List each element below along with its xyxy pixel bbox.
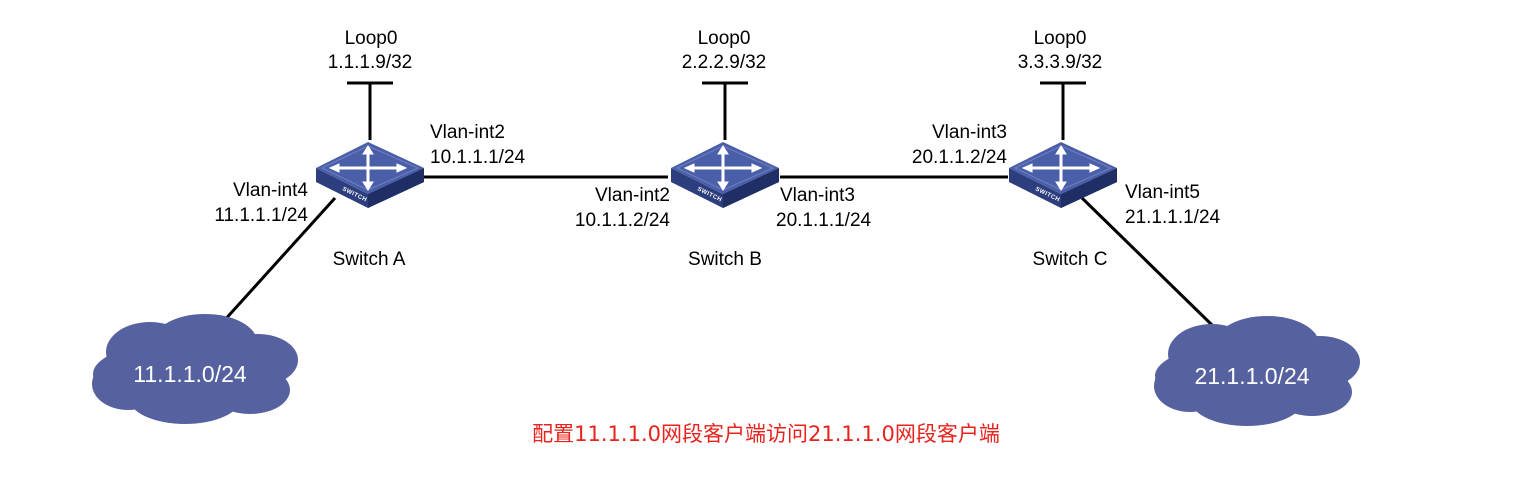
c-vlan3-name: Vlan-int3 [932, 122, 1007, 143]
switch-c-icon: SWITCH [1007, 140, 1119, 210]
cloud-right-label: 21.1.1.0/24 [1194, 363, 1309, 389]
diagram-caption: 配置11.1.1.0网段客户端访问21.1.1.0网段客户端 [532, 422, 1000, 446]
c-vlan5-ip: 21.1.1.1/24 [1125, 207, 1221, 228]
b-vlan3-ip: 20.1.1.1/24 [776, 210, 872, 231]
switch-a-loop-ip: 1.1.1.9/32 [328, 52, 413, 73]
cloud-left-icon [92, 314, 298, 424]
switch-a-name: Switch A [333, 249, 406, 270]
a-vlan4-ip: 11.1.1.1/24 [214, 205, 308, 226]
cloud-left-label: 11.1.1.0/24 [133, 361, 247, 387]
c-vlan3-ip: 20.1.1.2/24 [912, 147, 1008, 168]
switch-b-loop-ip: 2.2.2.9/32 [682, 52, 767, 73]
cloud-right-icon [1154, 316, 1360, 426]
switch-b-name: Switch B [688, 249, 762, 270]
switch-a-icon: SWITCH [314, 140, 426, 210]
switch-c-loop-label: Loop0 [1034, 28, 1087, 49]
a-vlan4-name: Vlan-int4 [233, 180, 308, 201]
switch-c-loop-ip: 3.3.3.9/32 [1018, 52, 1103, 73]
a-vlan2-ip: 10.1.1.1/24 [430, 147, 526, 168]
link-c-cloud [1080, 196, 1214, 327]
c-vlan5-name: Vlan-int5 [1125, 182, 1200, 203]
switch-b-icon: SWITCH [669, 140, 781, 210]
b-vlan2-name: Vlan-int2 [595, 185, 670, 206]
link-a-cloud [220, 196, 337, 325]
switch-c-name: Switch C [1033, 249, 1108, 270]
switch-a-loop-label: Loop0 [345, 28, 398, 49]
b-vlan2-ip: 10.1.1.2/24 [575, 210, 671, 231]
a-vlan2-name: Vlan-int2 [430, 122, 505, 143]
switch-b-loop-label: Loop0 [698, 28, 751, 49]
b-vlan3-name: Vlan-int3 [780, 185, 855, 206]
